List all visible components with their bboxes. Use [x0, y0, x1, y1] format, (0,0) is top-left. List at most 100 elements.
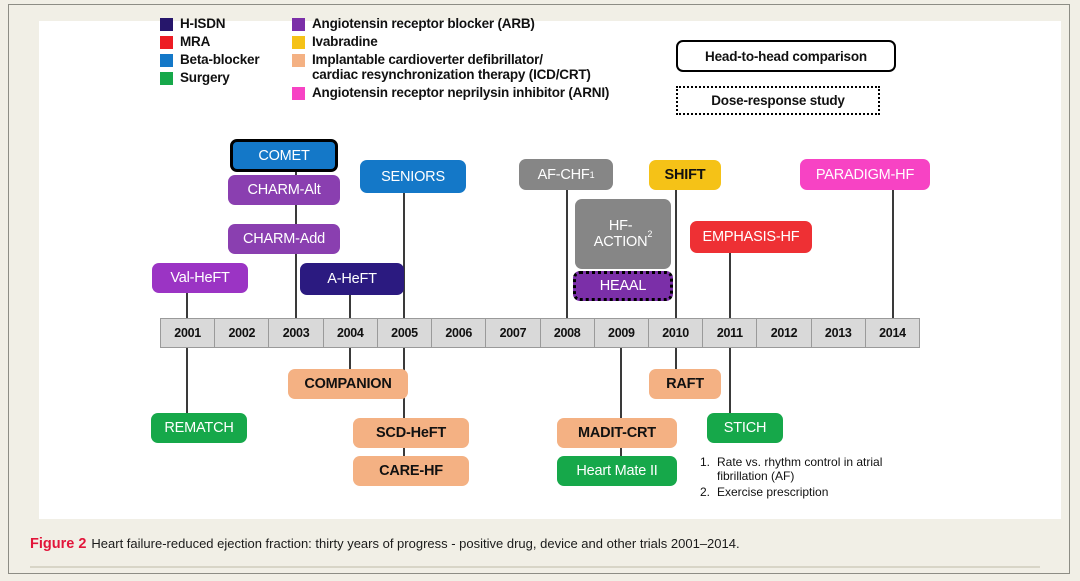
trial-label: STICH [723, 420, 767, 436]
year-cell-2011: 2011 [703, 319, 758, 347]
trial-box-val-heft: Val-HeFT [152, 263, 248, 293]
key-head-to-head-comparison: Head-to-head comparison [676, 40, 896, 72]
connector-af-chf [566, 190, 569, 318]
trial-box-heaal: HEAAL [573, 271, 673, 301]
year-cell-2004: 2004 [323, 319, 378, 347]
year-cell-2008: 2008 [540, 319, 595, 347]
legend-label-ivabradine: Ivabradine [312, 34, 378, 49]
connector-heaal [566, 301, 569, 318]
legend-label-arni: Angiotensin receptor neprilysin inhibito… [312, 85, 610, 100]
trial-box-care-hf: CARE-HF [353, 456, 469, 486]
year-cell-2005: 2005 [377, 319, 433, 347]
footnotes: 1. Rate vs. rhythm control in atrial fibr… [700, 455, 910, 501]
legend-item-arb: Angiotensin receptor blocker (ARB) [292, 16, 712, 31]
legend-swatch-mra [160, 36, 173, 49]
legend-swatch-arb [292, 18, 305, 31]
connector-val-heft [186, 293, 189, 318]
trial-label: SENIORS [381, 168, 445, 185]
footnote-number: 1. [700, 455, 711, 469]
trial-label: CHARM-Add [243, 231, 325, 247]
year-cell-2010: 2010 [648, 319, 704, 347]
key-dose-response-study: Dose-response study [676, 86, 880, 115]
trial-label: MADIT-CRT [578, 425, 656, 441]
legend-label-surgery: Surgery [180, 70, 230, 85]
legend-label-mra: MRA [180, 34, 211, 49]
year-cell-2002: 2002 [215, 319, 270, 347]
connector-emphasis-hf [729, 253, 731, 318]
trial-box-scd-heft: SCD-HeFT [353, 418, 469, 448]
trial-box-charm-add: CHARM-Add [228, 224, 340, 254]
trial-label: RAFT [666, 376, 704, 392]
footnote-2: 2.Exercise prescription [700, 485, 910, 499]
trial-box-paradigm-hf: PARADIGM-HF [800, 159, 930, 190]
trial-label: PARADIGM-HF [815, 166, 915, 183]
footnote-1: 1. Rate vs. rhythm control in atrial fibr… [700, 455, 910, 483]
trial-label: COMET [258, 147, 310, 164]
legend-item-mra: MRA [160, 34, 300, 49]
year-cell-2003: 2003 [269, 319, 324, 347]
year-cell-2012: 2012 [757, 319, 812, 347]
connector-companion [349, 348, 351, 369]
legend-label-arb: Angiotensin receptor blocker (ARB) [312, 16, 535, 31]
trial-label: A-HeFT [327, 271, 377, 287]
connector-heart-mate-ii [620, 348, 623, 456]
footnote-text: Rate vs. rhythm control in atrial fibril… [717, 455, 883, 483]
trial-box-comet: COMET [230, 139, 338, 172]
trial-box-shift: SHIFT [649, 160, 721, 190]
trial-label: COMPANION [304, 376, 392, 392]
trial-label: AF-CHF [537, 166, 590, 183]
legend-item-ivabradine: Ivabradine [292, 34, 712, 49]
legend-item-beta-blocker: Beta-blocker [160, 52, 300, 67]
connector-care-hf [403, 348, 406, 456]
legend-label-beta-blocker: Beta-blocker [180, 52, 260, 67]
trial-label: HEAAL [599, 278, 647, 294]
trial-label: SHIFT [664, 167, 706, 183]
trial-label: CHARM-Alt [247, 182, 321, 198]
legend-item-surgery: Surgery [160, 70, 300, 85]
legend-swatch-beta-blocker [160, 54, 173, 67]
year-cell-2013: 2013 [811, 319, 866, 347]
legend-item-icd-crt: Implantable cardioverter defibrillator/ … [292, 52, 712, 82]
year-cell-2009: 2009 [594, 319, 649, 347]
connector-charm-add [294, 254, 297, 318]
year-cell-2014: 2014 [865, 319, 920, 347]
connector-hf-action [566, 269, 569, 318]
connector-rematch [186, 348, 189, 413]
trial-label: SCD-HeFT [375, 425, 447, 441]
trial-box-seniors: SENIORS [360, 160, 466, 193]
trial-superscript: 1 [589, 169, 595, 180]
connector-seniors [403, 193, 406, 318]
trial-box-heart-mate-ii: Heart Mate II [557, 456, 677, 486]
trial-label: EMPHASIS-HF [702, 229, 800, 245]
footnote-text: Exercise prescription [717, 485, 829, 499]
trial-box-a-heft: A-HeFT [300, 263, 404, 295]
legend-swatch-icd-crt [292, 54, 305, 67]
connector-stich [729, 348, 731, 413]
legend-label-h-isdn: H-ISDN [180, 16, 226, 31]
trial-box-stich: STICH [707, 413, 783, 443]
legend-swatch-h-isdn [160, 18, 173, 31]
legend-swatch-surgery [160, 72, 173, 85]
legend-swatch-ivabradine [292, 36, 305, 49]
trial-label: REMATCH [164, 420, 234, 436]
year-cell-2001: 2001 [161, 319, 216, 347]
trial-label: HF- ACTION [593, 218, 648, 250]
year-cell-2007: 2007 [486, 319, 541, 347]
legend-column-right: Angiotensin receptor blocker (ARB) Ivabra… [292, 16, 712, 103]
caption-divider [30, 566, 1040, 568]
connector-paradigm-hf [891, 190, 894, 318]
legend-swatch-arni [292, 87, 305, 100]
connector-raft [674, 348, 677, 369]
connector-shift [674, 190, 677, 318]
legend-label-icd-crt: Implantable cardioverter defibrillator/ … [312, 52, 591, 82]
trial-superscript: 2 [647, 229, 653, 239]
trial-box-companion: COMPANION [288, 369, 408, 399]
figure-caption-text: Heart failure-reduced ejection fraction:… [91, 536, 740, 551]
legend-item-arni: Angiotensin receptor neprilysin inhibito… [292, 85, 712, 100]
trial-box-rematch: REMATCH [151, 413, 247, 443]
